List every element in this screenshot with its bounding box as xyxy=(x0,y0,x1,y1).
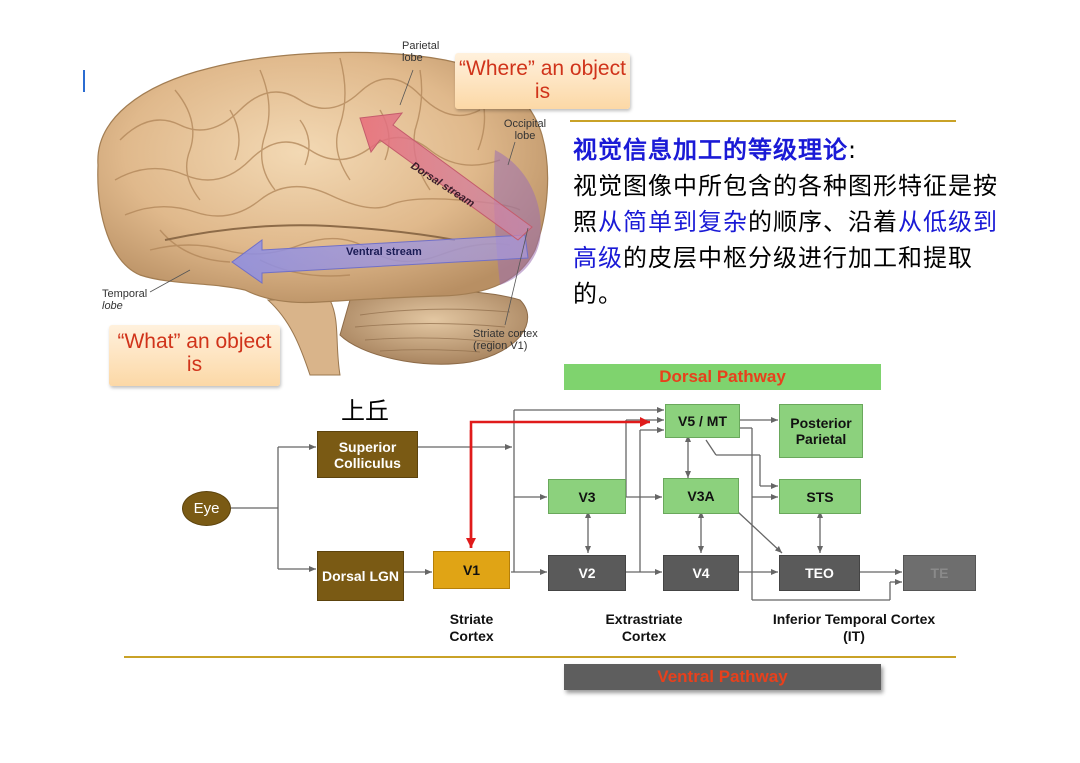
v3-node: V3 xyxy=(548,479,626,514)
superior-colliculus-node: Superior Colliculus xyxy=(317,431,418,478)
extrastriate-cortex-caption: Extrastriate Cortex xyxy=(605,611,683,644)
dorsal-lgn-node: Dorsal LGN xyxy=(317,551,404,601)
bottom-divider xyxy=(124,656,956,658)
v3a-node: V3A xyxy=(663,478,739,514)
brainstem xyxy=(266,299,341,376)
sts-node: STS xyxy=(779,479,861,514)
teo-node: TEO xyxy=(779,555,860,591)
striate-cortex-caption: Striate Cortex xyxy=(449,611,494,644)
ventral-stream-label: Ventral stream xyxy=(346,246,422,258)
theory-text: 视觉信息加工的等级理论: 视觉图像中所包含的各种图形特征是按照从简单到复杂的顺序… xyxy=(573,136,998,308)
dorsal-stream-arrow xyxy=(359,112,533,241)
superior-colliculus-chinese-label: 上丘 xyxy=(341,397,389,425)
eye-node: Eye xyxy=(182,491,231,526)
theory-title: 视觉信息加工的等级理论 xyxy=(573,136,848,164)
where-callout: “Where” an object is xyxy=(455,53,630,109)
ventral-stream-arrow xyxy=(231,234,529,284)
v5-mt-node: V5 / MT xyxy=(665,404,740,438)
posterior-parietal-node: Posterior Parietal xyxy=(779,404,863,458)
striate-cortex-label: Striate cortex (region V1) xyxy=(473,328,538,352)
ventral-pathway-bar: Ventral Pathway xyxy=(564,664,881,690)
temporal-lobe-label: Temporal lobe xyxy=(102,288,148,312)
v2-node: V2 xyxy=(548,555,626,591)
occipital-lobe-label: Occipital lobe xyxy=(503,118,547,142)
v1-node: V1 xyxy=(433,551,510,589)
v4-node: V4 xyxy=(663,555,739,591)
parietal-lobe-label: Parietal lobe xyxy=(402,40,440,64)
dorsal-pathway-bar: Dorsal Pathway xyxy=(564,364,881,390)
top-divider xyxy=(570,120,956,122)
inferior-temporal-caption: Inferior Temporal Cortex (IT) xyxy=(772,611,936,644)
te-node: TE xyxy=(903,555,976,591)
what-callout: “What” an object is xyxy=(109,325,280,386)
